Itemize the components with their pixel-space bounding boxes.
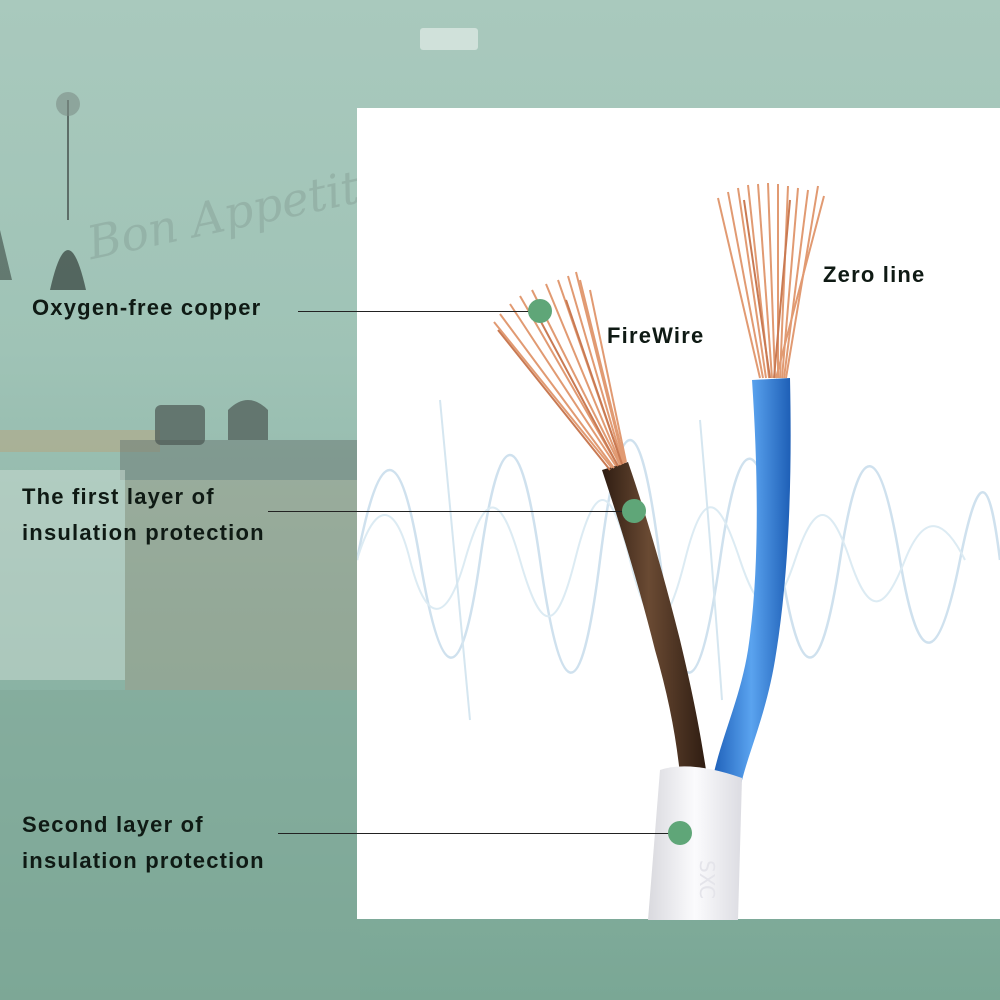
oxygen-free-copper-label: Oxygen-free copper [32, 295, 262, 320]
blue-wire [712, 378, 791, 790]
second-layer-leader-line [278, 833, 680, 834]
first-layer-marker-dot [622, 499, 646, 523]
counter-cabinet [125, 480, 360, 690]
sheath-print: SXC [695, 860, 719, 899]
brown-wire [602, 462, 706, 775]
kettle [228, 400, 268, 440]
toaster [155, 405, 205, 445]
pendant-lamp [50, 250, 86, 290]
outer-sheath [648, 766, 742, 920]
zero-line-copper [717, 182, 825, 379]
copper-leader-line [298, 311, 540, 312]
first-layer-label: The first layer of insulation protection [22, 484, 265, 545]
second-layer-marker-dot [668, 821, 692, 845]
second-layer-label: Second layer of insulation protection [22, 812, 265, 873]
zero-line-label: Zero line [823, 262, 926, 287]
firewire-label: FireWire [607, 323, 705, 348]
copper-marker-dot [528, 299, 552, 323]
firewire-copper [493, 271, 627, 471]
ceiling-light [420, 28, 478, 50]
first-layer-leader-line [268, 511, 634, 512]
